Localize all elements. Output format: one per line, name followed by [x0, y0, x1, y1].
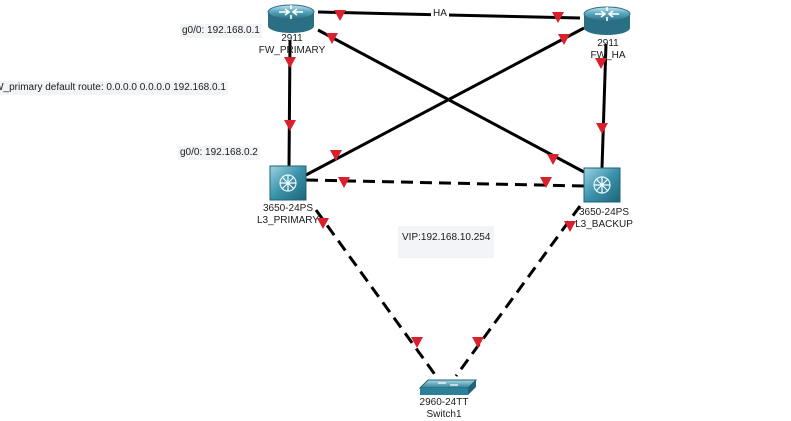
device-model-l3-backup: 3650-24PS [578, 207, 630, 218]
port-marker [330, 150, 342, 161]
port-marker [284, 57, 296, 68]
device-name-access-switch: Switch1 [426, 409, 462, 420]
device-name-fw-ha: FW_HA [590, 50, 626, 61]
router-icon[interactable] [267, 4, 315, 33]
device-name-fw-primary: FW_PRIMARY [258, 45, 326, 56]
device-model-fw-primary: 2911 [281, 33, 303, 44]
note-fw-primary-g00: g0/0: 192.168.0.1 [180, 24, 262, 38]
port-marker [317, 218, 329, 229]
port-marker [558, 34, 570, 45]
device-name-l3-primary: L3_PRIMARY [256, 215, 320, 226]
port-marker [540, 177, 552, 188]
port-marker [472, 337, 484, 348]
device-model-access-switch: 2960-24TT [419, 397, 469, 408]
port-marker [547, 154, 559, 165]
port-marker [564, 221, 576, 232]
link-l3-primary-access-switch[interactable] [314, 209, 438, 377]
multilayer-switch-icon[interactable] [269, 165, 307, 201]
link-fw-primary-fw-ha[interactable] [317, 10, 581, 20]
link-fw-ha-l3-backup[interactable] [600, 43, 608, 169]
port-marker [284, 120, 296, 131]
link-label-ha: HA [431, 8, 449, 20]
switch-icon[interactable] [418, 379, 478, 395]
port-marker [596, 123, 608, 134]
device-model-fw-ha: 2911 [597, 38, 619, 49]
link-fw-ha-l3-primary[interactable] [303, 26, 585, 178]
link-fw-primary-l3-backup[interactable] [317, 28, 585, 174]
port-marker [595, 58, 607, 69]
link-l3-primary-l3-backup[interactable] [305, 178, 585, 188]
port-marker [326, 33, 338, 44]
port-markers [284, 10, 608, 348]
link-l3-backup-access-switch[interactable] [454, 205, 582, 377]
port-marker [334, 10, 346, 21]
router-icon[interactable] [583, 6, 631, 35]
device-model-l3-primary: 3650-24PS [262, 203, 314, 214]
note-vip: VIP:192.168.10.254 [398, 226, 495, 258]
multilayer-switch-icon[interactable] [583, 167, 621, 203]
port-marker [338, 177, 350, 188]
port-marker [411, 337, 423, 348]
port-marker [552, 12, 564, 23]
note-default-route: FW_primary default route: 0.0.0.0 0.0.0.… [0, 81, 228, 95]
device-name-l3-backup: L3_BACKUP [575, 219, 633, 230]
note-l3-primary-g00: g0/0: 192.168.0.2 [178, 146, 260, 160]
